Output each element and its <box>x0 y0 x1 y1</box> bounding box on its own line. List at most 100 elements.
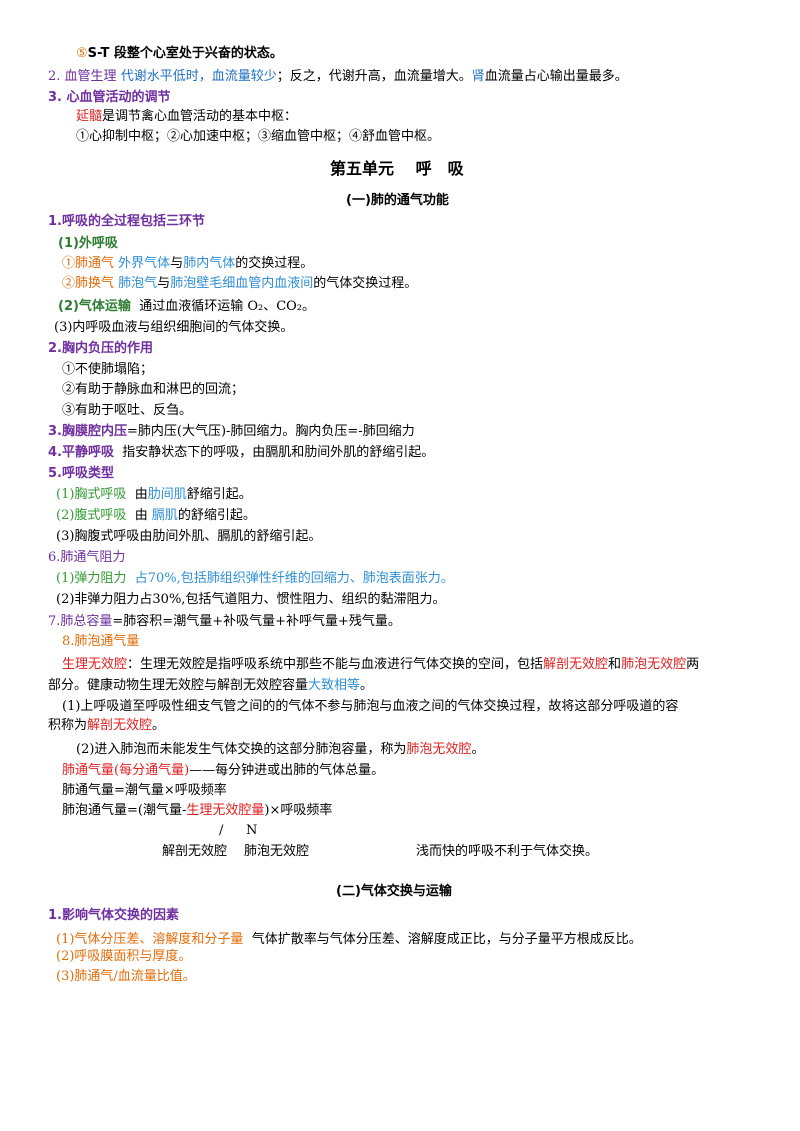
physiological-dead-space-label: 生理无效腔 <box>62 657 128 672</box>
heading-cardiovascular-regulation: 3. 心血管活动的调节 <box>48 90 171 105</box>
heading-breathing-types: 5.呼吸类型 <box>48 466 114 481</box>
line-membrane-area: (2)呼吸膜面积与厚度。 <box>56 949 192 964</box>
heading-external-respiration: (1)外呼吸 <box>58 236 118 251</box>
medulla-desc: 是调节禽心血管活动的基本中枢： <box>102 109 298 124</box>
kidney-text: 肾 <box>471 69 485 84</box>
line-minute-ventilation: 肺通气量(每分通气量)——每分钟进或出肺的气体总量。 <box>62 762 384 780</box>
minute-ventilation-label: 肺通气量(每分通气量) <box>62 763 190 778</box>
alveolar-dead-space-term: 肺泡无效腔 <box>406 742 472 757</box>
note-shallow-breathing: 浅而快的呼吸不利于气体交换。 <box>416 844 599 859</box>
dead-space-definition: ：生理无效腔是指呼吸系统中那些不能与血液进行气体交换的空间，包括 <box>127 657 544 672</box>
elastic-resistance-label: (1)弹力阻力 <box>56 571 127 586</box>
period-text: 。 <box>152 718 166 733</box>
period-text: 。 <box>471 742 485 757</box>
gas-exchange-label: ②肺换气 <box>62 276 115 291</box>
chest-breathing-label: (1)胸式呼吸 <box>56 487 127 502</box>
line-chest-breathing: (1)胸式呼吸 由肋间肌舒缩引起。 <box>56 486 252 504</box>
line-pulmonary-ventilation: ①肺通气 外界气体与肺内气体的交换过程。 <box>62 255 313 273</box>
lung-gas-text: 肺内气体 <box>183 256 236 271</box>
alveolar-dead-space-text: 肺泡无效腔 <box>621 657 687 672</box>
dead-space-equal-text: 部分。健康动物生理无效腔与解剖无效腔容量 <box>48 678 309 693</box>
gas-exchange-process-text: 的气体交换过程。 <box>313 276 418 291</box>
total-lung-capacity-label: 7.肺总容量 <box>48 614 113 629</box>
called-text: 积称为 <box>48 718 88 733</box>
abdominal-breathing-label: (2)腹式呼吸 <box>56 508 127 523</box>
anatomical-dead-space-text: 解剖无效腔 <box>543 657 609 672</box>
line-gas-exchange: ②肺换气 肺泡气与肺泡壁毛细血管内血液间的气体交换过程。 <box>62 275 417 293</box>
two-text: 两 <box>686 657 700 672</box>
formula-pulmonary-ventilation: 肺通气量=潮气量×呼吸频率 <box>62 783 227 798</box>
line-diffusion-factors: (1)气体分压差、溶解度和分子量 气体扩散率与气体分压差、溶解度成正比，与分子量… <box>56 931 642 949</box>
external-gas-text: 外界气体 <box>118 256 171 271</box>
quiet-breathing-label: 4.平静呼吸 <box>48 445 114 460</box>
physiological-dead-space-volume: 生理无效腔量 <box>186 803 265 818</box>
line-medulla: 延髓是调节禽心血管活动的基本中枢： <box>76 108 297 126</box>
circled-number-5: ⑤ <box>76 46 88 61</box>
by-text: 由 <box>134 508 148 523</box>
heading-ventilation-resistance: 6.肺通气阻力 <box>48 550 126 565</box>
slash-mark: / <box>219 823 224 838</box>
low-blood-flow-text: 血流量较少 <box>211 69 277 84</box>
elastic-resistance-text: 占70%,包括肺组织弹性纤维的回缩力、肺泡表面张力。 <box>134 571 454 586</box>
line-st-segment: ⑤S-T 段整个心室处于兴奋的状态。 <box>76 45 283 63</box>
n-mark: N <box>246 823 258 838</box>
label-alveolar-dead-space: 肺泡无效腔 <box>244 844 310 859</box>
alveolar-dead-space-desc: (2)进入肺泡而未能发生气体交换的这部分肺泡容量，称为 <box>76 742 407 757</box>
unit-title: 第五单元 呼 吸 <box>330 159 464 178</box>
line-physiological-dead-space: 生理无效腔：生理无效腔是指呼吸系统中那些不能与血液进行气体交换的空间，包括解剖无… <box>62 656 699 674</box>
kidney-flow-text: 血流量占心输出量最多。 <box>484 69 628 84</box>
gas-transport-label: (2)气体运输 <box>58 299 131 314</box>
exchange-process-text: 的交换过程。 <box>235 256 314 271</box>
line-nonelastic-resistance: (2)非弹力阻力占30%,包括气道阻力、惯性阻力、组织的黏滞阻力。 <box>56 592 446 607</box>
line-centers: ①心抑制中枢；②心加速中枢；③缩血管中枢；④舒血管中枢。 <box>76 129 441 144</box>
period-text: 。 <box>360 678 374 693</box>
total-lung-capacity-formula: =肺容积=潮气量+补吸气量+补呼气量+残气量。 <box>112 614 401 629</box>
diffusion-factors-text: 气体扩散率与气体分压差、溶解度成正比，与分子量平方根成反比。 <box>251 932 642 947</box>
line-vq-ratio: (3)肺通气/血流量比值。 <box>56 969 196 984</box>
heading-intrapleural-pressure: 2.胸内负压的作用 <box>48 341 153 356</box>
formula-part-2: )×呼吸频率 <box>264 803 333 818</box>
heading-gas-exchange-factors: 1.影响气体交换的因素 <box>48 908 179 923</box>
quiet-breathing-text: 指安静状态下的呼吸，由膈肌和肋间外肌的舒缩引起。 <box>122 445 435 460</box>
st-segment-text: S-T 段整个心室处于兴奋的状态。 <box>87 46 283 61</box>
line-anatomical-dead-space: 积称为解剖无效腔。 <box>48 717 165 735</box>
line-no-collapse: ①不使肺塌陷； <box>62 362 154 377</box>
intercostal-text: 肋间肌 <box>147 487 187 502</box>
and-text: 与 <box>170 256 184 271</box>
pleural-pressure-label: 3.胸膜腔内压 <box>48 424 127 439</box>
roughly-equal-text: 大致相等 <box>308 678 361 693</box>
heading-alveolar-ventilation: 8.肺泡通气量 <box>62 634 140 649</box>
section-title-gas-exchange: (二)气体交换与运输 <box>336 884 452 899</box>
line-quiet-breathing: 4.平静呼吸 指安静状态下的呼吸，由膈肌和肋间外肌的舒缩引起。 <box>48 444 434 462</box>
line-venous-return: ②有助于静脉血和淋巴的回流； <box>62 382 245 397</box>
line-elastic-resistance: (1)弹力阻力 占70%,包括肺组织弹性纤维的回缩力、肺泡表面张力。 <box>56 570 454 588</box>
line-total-lung-capacity: 7.肺总容量=肺容积=潮气量+补吸气量+补呼气量+残气量。 <box>48 613 401 631</box>
by-text: 由 <box>134 487 148 502</box>
and-text: 与 <box>157 276 171 291</box>
vascular-rest-text: ；反之，代谢升高，血流量增大。 <box>276 69 472 84</box>
diaphragm-text: 膈肌 <box>151 508 178 523</box>
anatomical-dead-space-term: 解剖无效腔 <box>87 718 153 733</box>
low-metabolism-text: 代谢水平低时， <box>120 69 212 84</box>
line-pleural-pressure: 3.胸膜腔内压=肺内压(大气压)-肺回缩力。胸内负压=-肺回缩力 <box>48 423 415 441</box>
formula-part-1: 肺泡通气量=(潮气量- <box>62 803 187 818</box>
pulmonary-ventilation-label: ①肺通气 <box>62 256 115 271</box>
line-upper-airway: (1)上呼吸道至呼吸性细支气管之间的的气体不参与肺泡与血液之间的气体交换过程，故… <box>62 699 679 714</box>
line-mixed-breathing: (3)胸腹式呼吸由肋间外肌、膈肌的舒缩引起。 <box>56 529 322 544</box>
line-internal-respiration: (3)内呼吸血液与组织细胞间的气体交换。 <box>54 320 294 335</box>
contraction-text: 的舒缩引起。 <box>177 508 256 523</box>
line-vascular-physiology: 2. 血管生理 代谢水平低时，血流量较少；反之，代谢升高，血流量增大。肾血流量占… <box>48 68 628 86</box>
line-vomit: ③有助于呕吐、反刍。 <box>62 403 193 418</box>
diffusion-factors-label: (1)气体分压差、溶解度和分子量 <box>56 932 244 947</box>
label-anatomical-dead-space: 解剖无效腔 <box>162 844 228 859</box>
line-gas-transport: (2)气体运输 通过血液循环运输 O₂、CO₂。 <box>58 298 315 316</box>
line-dead-space-equal: 部分。健康动物生理无效腔与解剖无效腔容量大致相等。 <box>48 677 373 695</box>
line-alveolar-dead-space: (2)进入肺泡而未能发生气体交换的这部分肺泡容量，称为肺泡无效腔。 <box>76 741 484 759</box>
capillary-blood-text: 肺泡壁毛细血管内血液间 <box>170 276 314 291</box>
section-title-lung-ventilation: (一)肺的通气功能 <box>346 193 449 208</box>
minute-ventilation-desc: ——每分钟进或出肺的气体总量。 <box>189 763 385 778</box>
pleural-pressure-formula: =肺内压(大气压)-肺回缩力。胸内负压=-肺回缩力 <box>126 424 415 439</box>
gas-transport-text: 通过血液循环运输 O₂、CO₂。 <box>139 299 316 314</box>
vascular-physiology-label: 2. 血管生理 <box>48 69 117 84</box>
line-abdominal-breathing: (2)腹式呼吸 由 膈肌的舒缩引起。 <box>56 507 256 525</box>
